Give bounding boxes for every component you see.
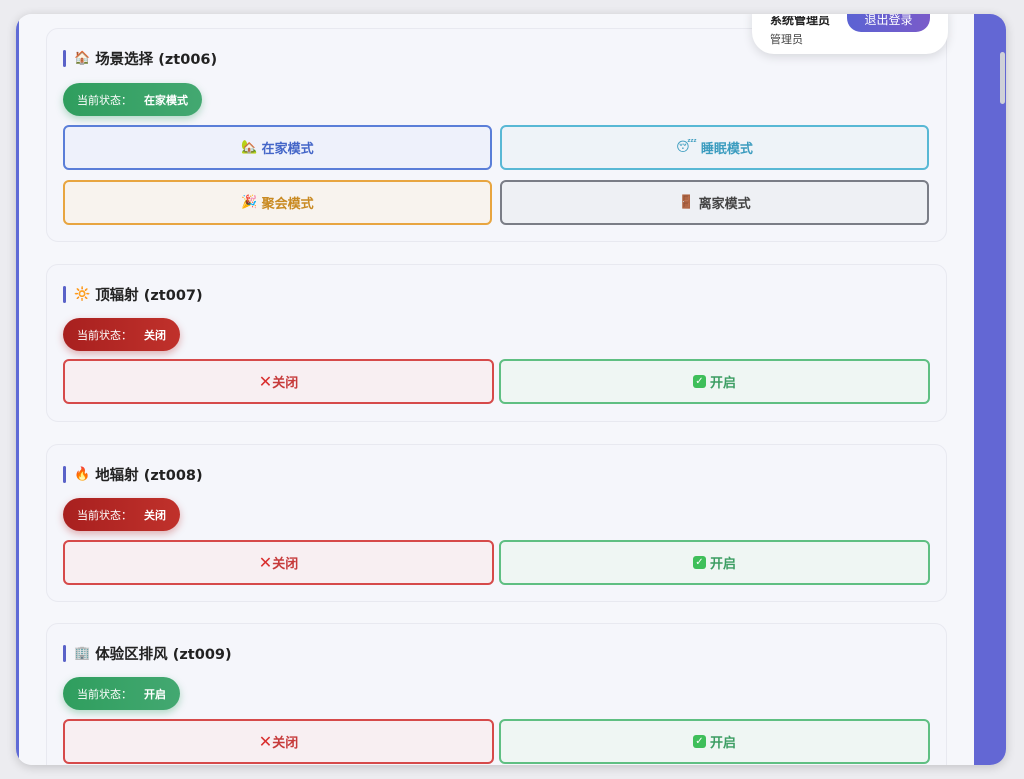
floor-radiation-card: 🔥 地辐射 (zt008) 当前状态： 关闭 ✕ 关闭 ✓ 开启 — [46, 444, 947, 602]
status-badge: 当前状态： 关闭 — [63, 498, 180, 531]
sleep-mode-label: 睡眠模式 — [700, 142, 753, 157]
on-label: 开启 — [709, 376, 736, 391]
close-icon: ✕ — [258, 732, 273, 751]
left-accent-bar — [16, 14, 19, 765]
off-button[interactable]: ✕ 关闭 — [63, 540, 494, 585]
status-value: 关闭 — [144, 508, 166, 522]
status-badge: 当前状态： 开启 — [63, 677, 180, 710]
sun-icon: 🔆 — [74, 286, 91, 302]
status-value: 在家模式 — [144, 93, 188, 107]
fire-icon: 🔥 — [74, 466, 91, 482]
scene-title: 场景选择 (zt006) — [95, 51, 218, 68]
ceiling-radiation-title: 顶辐射 (zt007) — [95, 287, 203, 304]
sleep-icon: 😴 — [676, 140, 697, 155]
status-label: 当前状态： — [77, 328, 132, 342]
user-name: 系统管理员 — [770, 14, 831, 27]
scrollbar[interactable] — [998, 14, 1006, 765]
scene-card: 🏠 场景选择 (zt006) 当前状态： 在家模式 🏡 在家模式 😴 睡眠模式 … — [46, 28, 947, 242]
status-badge: 当前状态： 关闭 — [63, 318, 180, 351]
away-mode-label: 离家模式 — [698, 197, 751, 212]
title-accent — [63, 49, 66, 67]
off-label: 关闭 — [272, 736, 299, 751]
card-title: 🔥 地辐射 (zt008) — [63, 465, 203, 484]
party-mode-button[interactable]: 🎉 聚会模式 — [63, 180, 492, 225]
user-role: 管理员 — [770, 33, 803, 46]
title-accent — [63, 644, 66, 662]
home-mode-button[interactable]: 🏡 在家模式 — [63, 125, 492, 170]
on-button[interactable]: ✓ 开启 — [499, 359, 930, 404]
app-window: 🏠 场景选择 (zt006) 当前状态： 在家模式 🏡 在家模式 😴 睡眠模式 … — [16, 14, 1006, 765]
title-accent — [63, 465, 66, 483]
close-icon: ✕ — [258, 372, 273, 391]
on-button[interactable]: ✓ 开启 — [499, 540, 930, 585]
card-title: 🏢 体验区排风 (zt009) — [63, 644, 232, 663]
card-title: 🔆 顶辐射 (zt007) — [63, 285, 203, 304]
exhaust-card: 🏢 体验区排风 (zt009) 当前状态： 开启 ✕ 关闭 ✓ 开启 — [46, 623, 947, 765]
exhaust-title: 体验区排风 (zt009) — [95, 646, 232, 663]
check-icon: ✓ — [692, 375, 706, 388]
sleep-mode-button[interactable]: 😴 睡眠模式 — [500, 125, 929, 170]
status-badge: 当前状态： 在家模式 — [63, 83, 202, 116]
party-icon: 🎉 — [241, 195, 258, 210]
check-icon: ✓ — [692, 735, 706, 748]
right-sidebar — [974, 14, 1006, 765]
on-label: 开启 — [709, 557, 736, 572]
home-mode-label: 在家模式 — [261, 142, 314, 157]
close-icon: ✕ — [258, 553, 273, 572]
status-value: 关闭 — [144, 328, 166, 342]
house-icon: 🏠 — [74, 50, 91, 66]
building-icon: 🏢 — [74, 645, 91, 661]
title-accent — [63, 285, 66, 303]
on-button[interactable]: ✓ 开启 — [499, 719, 930, 764]
main-content: 🏠 场景选择 (zt006) 当前状态： 在家模式 🏡 在家模式 😴 睡眠模式 … — [19, 14, 974, 765]
off-button[interactable]: ✕ 关闭 — [63, 719, 494, 764]
status-label: 当前状态： — [77, 93, 132, 107]
party-mode-label: 聚会模式 — [261, 197, 314, 212]
floor-radiation-title: 地辐射 (zt008) — [95, 467, 203, 484]
off-label: 关闭 — [272, 376, 299, 391]
status-value: 开启 — [144, 687, 166, 701]
status-label: 当前状态： — [77, 687, 132, 701]
ceiling-radiation-card: 🔆 顶辐射 (zt007) 当前状态： 关闭 ✕ 关闭 ✓ 开启 — [46, 264, 947, 422]
scroll-thumb[interactable] — [1000, 52, 1005, 104]
check-icon: ✓ — [692, 556, 706, 569]
on-label: 开启 — [709, 736, 736, 751]
door-icon: 🚪 — [678, 195, 695, 210]
logout-button[interactable]: 退出登录 — [847, 14, 930, 32]
off-label: 关闭 — [272, 557, 299, 572]
status-label: 当前状态： — [77, 508, 132, 522]
away-mode-button[interactable]: 🚪 离家模式 — [500, 180, 929, 225]
user-panel: 系统管理员 管理员 退出登录 — [752, 14, 948, 54]
home-icon: 🏡 — [241, 140, 258, 155]
off-button[interactable]: ✕ 关闭 — [63, 359, 494, 404]
card-title: 🏠 场景选择 (zt006) — [63, 49, 218, 68]
